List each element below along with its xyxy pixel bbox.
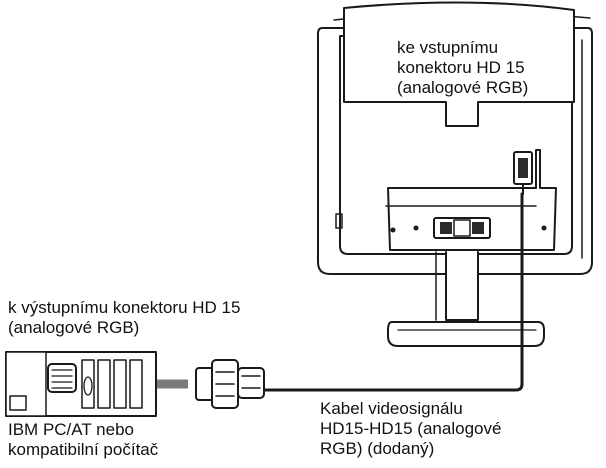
label-line: k výstupnímu konektoru HD 15 [8,298,241,317]
label-computer: IBM PC/AT nebo kompatibilní počítač [8,420,158,460]
monitor [317,1,593,347]
label-line: RGB) (dodaný) [320,439,435,458]
label-line: (analogové RGB) [8,318,140,337]
label-line: IBM PC/AT nebo [8,420,134,439]
computer-tower [5,351,157,417]
label-cable: Kabel videosignálu HD15-HD15 (analogové … [320,399,501,459]
connector-panel [385,149,557,251]
monitor-vga-plug [513,151,533,195]
label-pc-output: k výstupnímu konektoru HD 15 (analogové … [8,298,240,338]
video-cable [260,192,524,392]
label-sheet [343,1,575,127]
label-line: kompatibilní počítač [8,440,159,459]
monitor-stand [387,251,545,347]
monitor-side-button [335,213,343,229]
label-line: Kabel videosignálu [320,399,463,418]
label-monitor-input: ke vstupnímu konektoru HD 15 (analogové … [397,38,528,98]
label-line: HD15-HD15 (analogové [320,419,502,438]
label-line: konektoru HD 15 [397,58,525,77]
label-line: ke vstupnímu [397,38,499,57]
monitor-inner-frame [339,35,573,255]
pc-vga-plug [195,359,265,409]
label-line: (analogové RGB) [397,78,529,97]
stand-base [387,321,545,347]
computer-power-socket [9,395,27,411]
